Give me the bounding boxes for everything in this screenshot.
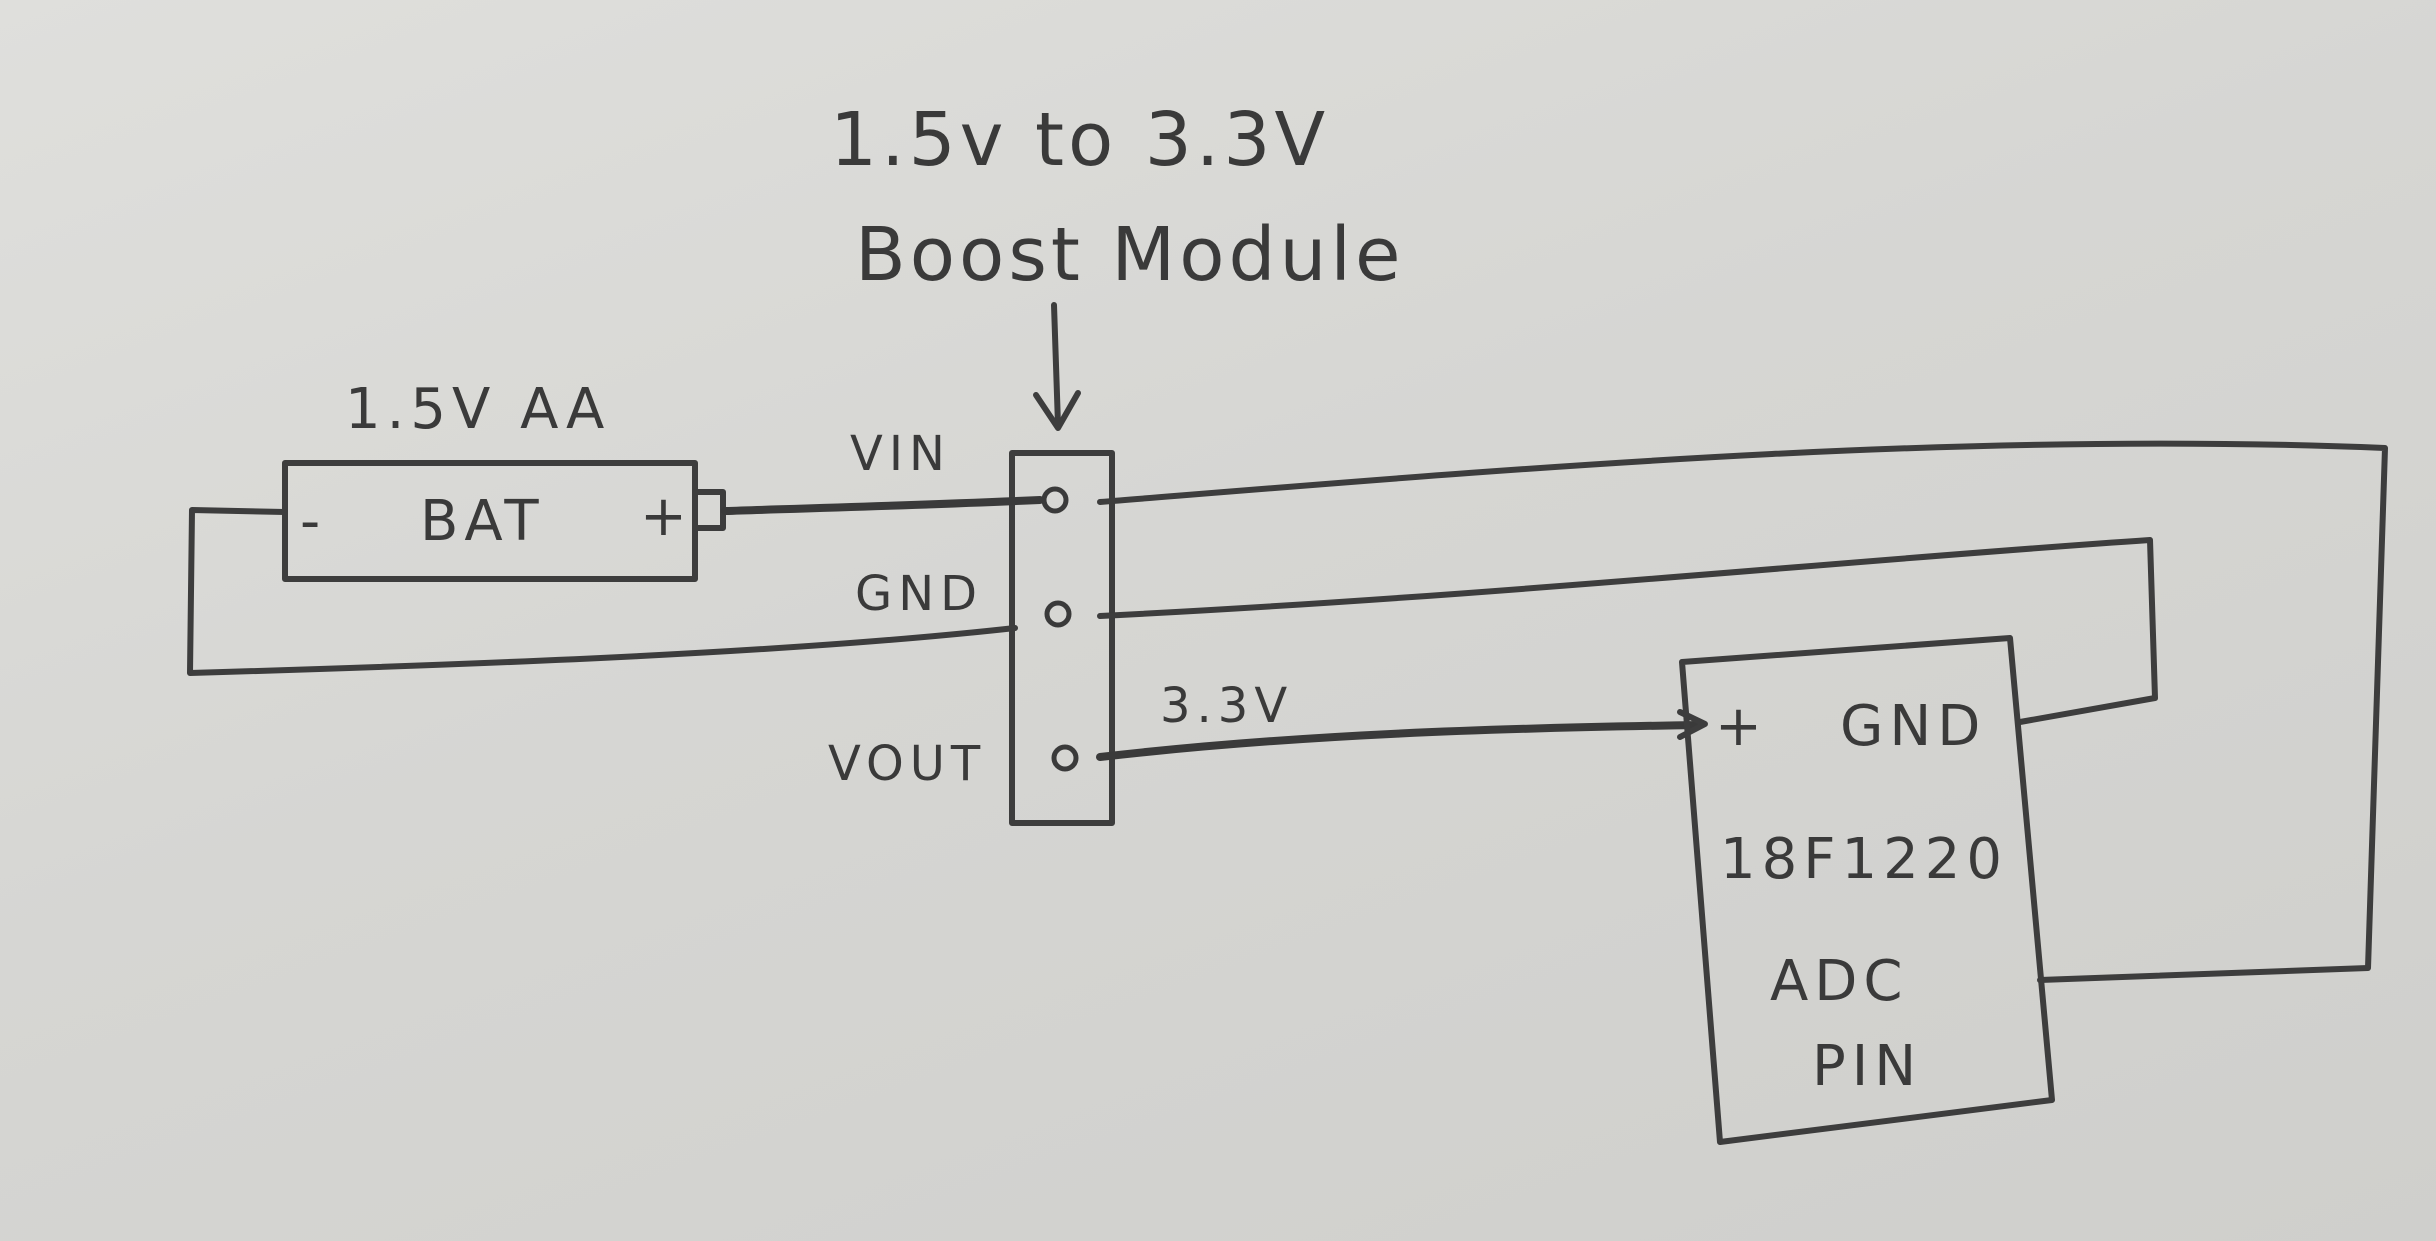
boost-module (1009, 450, 1115, 826)
vout-pin (1051, 744, 1079, 772)
chip-plus-label: + (1715, 694, 1768, 759)
wire-bat-vin (721, 496, 1044, 515)
vin-pin (1041, 486, 1069, 514)
chip-adc-label: ADC (1770, 949, 1909, 1014)
gnd-label: GND (855, 566, 983, 622)
chip-pin-label: PIN (1812, 1034, 1922, 1099)
battery-minus-label: - (300, 489, 326, 554)
wire-bat-gnd (187, 507, 1018, 676)
wire-gnd-chip (1097, 537, 2158, 725)
battery-body-label: BAT (420, 489, 545, 554)
microcontroller-chip (1679, 635, 2055, 1145)
boost-label-line2: Boost Module (855, 212, 1405, 298)
wire-voltage-label: 3.3V (1160, 678, 1293, 734)
vin-label: VIN (850, 426, 951, 482)
gnd-pin (1044, 600, 1072, 628)
boost-label-line1: 1.5v to 3.3V (830, 97, 1329, 183)
wire-vin-adc (1097, 440, 2388, 983)
vout-label: VOUT (828, 736, 986, 792)
chip-gnd-label: GND (1840, 694, 1986, 759)
chip-name-label: 18F1220 (1720, 827, 2008, 892)
wire-vout-chip (1096, 721, 1704, 761)
pointer-arrow (1033, 302, 1081, 431)
battery-voltage-label: 1.5V AA (345, 377, 610, 442)
battery-plus-label: + (640, 484, 693, 549)
